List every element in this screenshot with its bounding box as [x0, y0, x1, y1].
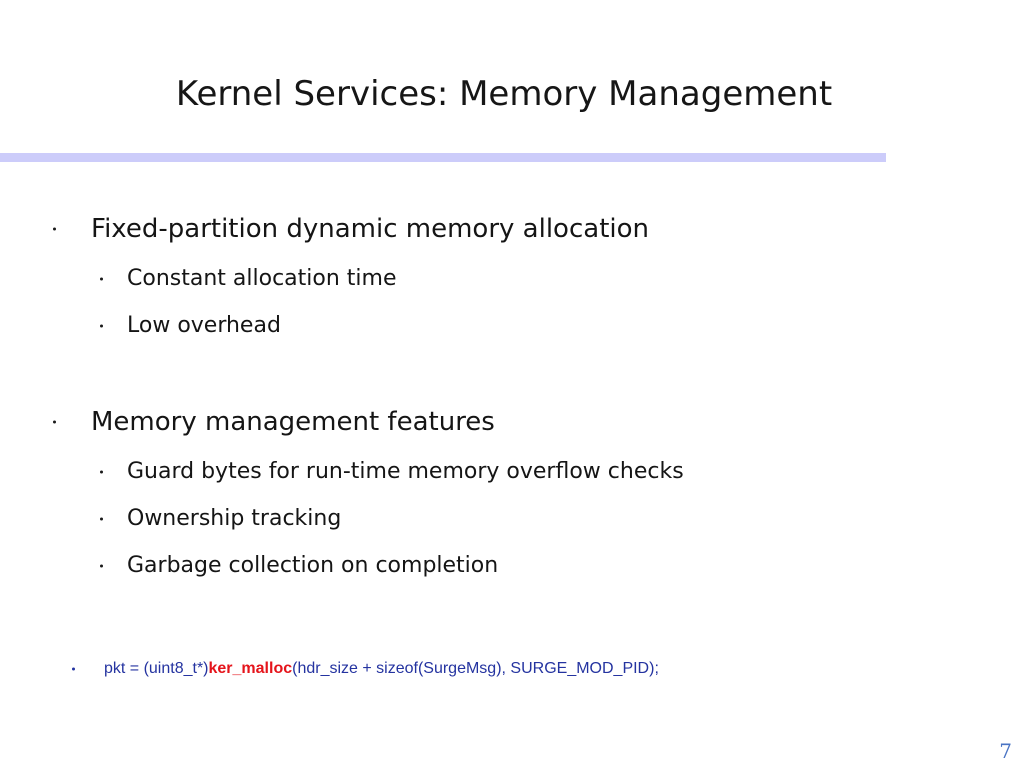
code-prefix: pkt = (uint8_t*) — [104, 660, 209, 677]
bullet-dot — [53, 420, 56, 424]
slide-title: Kernel Services: Memory Management — [175, 74, 833, 114]
sub-bullet-ownership: Ownership tracking — [100, 506, 342, 531]
sub-bullet-low-overhead: Low overhead — [100, 313, 281, 338]
code-example: pkt = (uint8_t*)ker_malloc(hdr_size + si… — [72, 660, 659, 678]
bullet-text: Constant allocation time — [127, 266, 397, 291]
bullet-dot — [100, 277, 103, 280]
bullet-text: Ownership tracking — [127, 506, 342, 531]
sub-bullet-garbage-collection: Garbage collection on completion — [100, 553, 499, 578]
page-number: 7 — [999, 739, 1012, 763]
bullet-dot — [100, 470, 103, 473]
bullet-memory-features: Memory management features — [53, 407, 495, 437]
sub-bullet-constant-time: Constant allocation time — [100, 266, 397, 291]
bullet-dot — [100, 324, 103, 327]
sub-bullet-guard-bytes: Guard bytes for run-time memory overflow… — [100, 459, 684, 484]
code-function-highlight: ker_malloc — [208, 660, 293, 677]
bullet-text: Low overhead — [127, 313, 281, 338]
bullet-text: Fixed-partition dynamic memory allocatio… — [91, 214, 649, 244]
bullet-fixed-partition: Fixed-partition dynamic memory allocatio… — [53, 214, 649, 244]
title-divider — [0, 153, 886, 162]
bullet-dot — [53, 227, 56, 231]
bullet-dot — [72, 667, 75, 671]
bullet-dot — [100, 564, 103, 567]
code-suffix: (hdr_size + sizeof(SurgeMsg), SURGE_MOD_… — [292, 660, 659, 677]
bullet-text: Guard bytes for run-time memory overflow… — [127, 459, 684, 484]
bullet-text: Garbage collection on completion — [127, 553, 499, 578]
bullet-text: Memory management features — [91, 407, 495, 437]
bullet-dot — [100, 517, 103, 520]
